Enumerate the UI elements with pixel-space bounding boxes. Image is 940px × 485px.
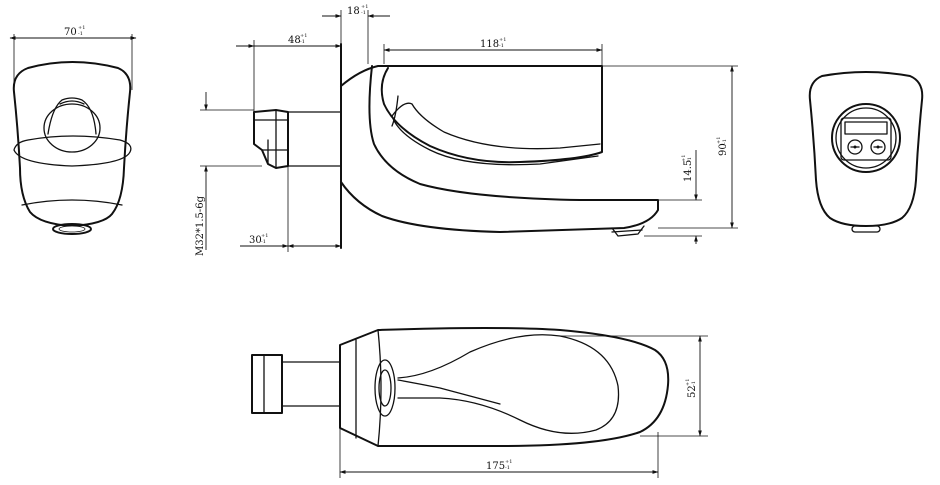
svg-text:+1: +1 bbox=[361, 4, 368, 10]
svg-text:-1: -1 bbox=[78, 31, 83, 37]
svg-text:+1: +1 bbox=[499, 37, 506, 43]
svg-text:+1: +1 bbox=[681, 155, 687, 162]
dim-label-90: 90 bbox=[718, 143, 729, 156]
svg-text:-1: -1 bbox=[261, 239, 266, 245]
dim-label-70: 70 bbox=[64, 27, 77, 38]
svg-text:-1: -1 bbox=[505, 465, 510, 471]
svg-text:+1: +1 bbox=[300, 33, 307, 39]
svg-text:-1: -1 bbox=[691, 381, 697, 386]
svg-text:+1: +1 bbox=[685, 379, 691, 386]
svg-text:-1: -1 bbox=[499, 43, 504, 49]
dim-label-52: 52 bbox=[687, 385, 698, 398]
dim-label-118: 118 bbox=[480, 39, 499, 50]
svg-text:+1: +1 bbox=[261, 233, 268, 239]
side-view: 18 +1 -1 48 +1 -1 118 +1 -1 90 +1 -1 14. bbox=[195, 4, 738, 256]
svg-text:+1: +1 bbox=[505, 459, 512, 465]
svg-text:-1: -1 bbox=[687, 157, 693, 162]
svg-text:+1: +1 bbox=[78, 25, 85, 31]
rear-view bbox=[808, 71, 924, 233]
svg-text:-1: -1 bbox=[300, 39, 305, 45]
svg-text:+1: +1 bbox=[716, 137, 722, 144]
top-view: 52 +1 -1 175 +1 -1 bbox=[251, 327, 708, 478]
dim-label-48: 48 bbox=[288, 35, 301, 46]
front-view: 70 +1 -1 bbox=[9, 25, 137, 235]
svg-text:-1: -1 bbox=[722, 139, 728, 144]
dim-label-175: 175 bbox=[486, 461, 505, 472]
dim-label-18: 18 bbox=[347, 6, 360, 17]
dim-label-thread-spec: M32*1.5-6g bbox=[195, 195, 206, 256]
dim-label-30: 30 bbox=[249, 235, 262, 246]
svg-text:-1: -1 bbox=[361, 10, 366, 16]
dim-label-14-5: 14.5 bbox=[683, 160, 694, 182]
